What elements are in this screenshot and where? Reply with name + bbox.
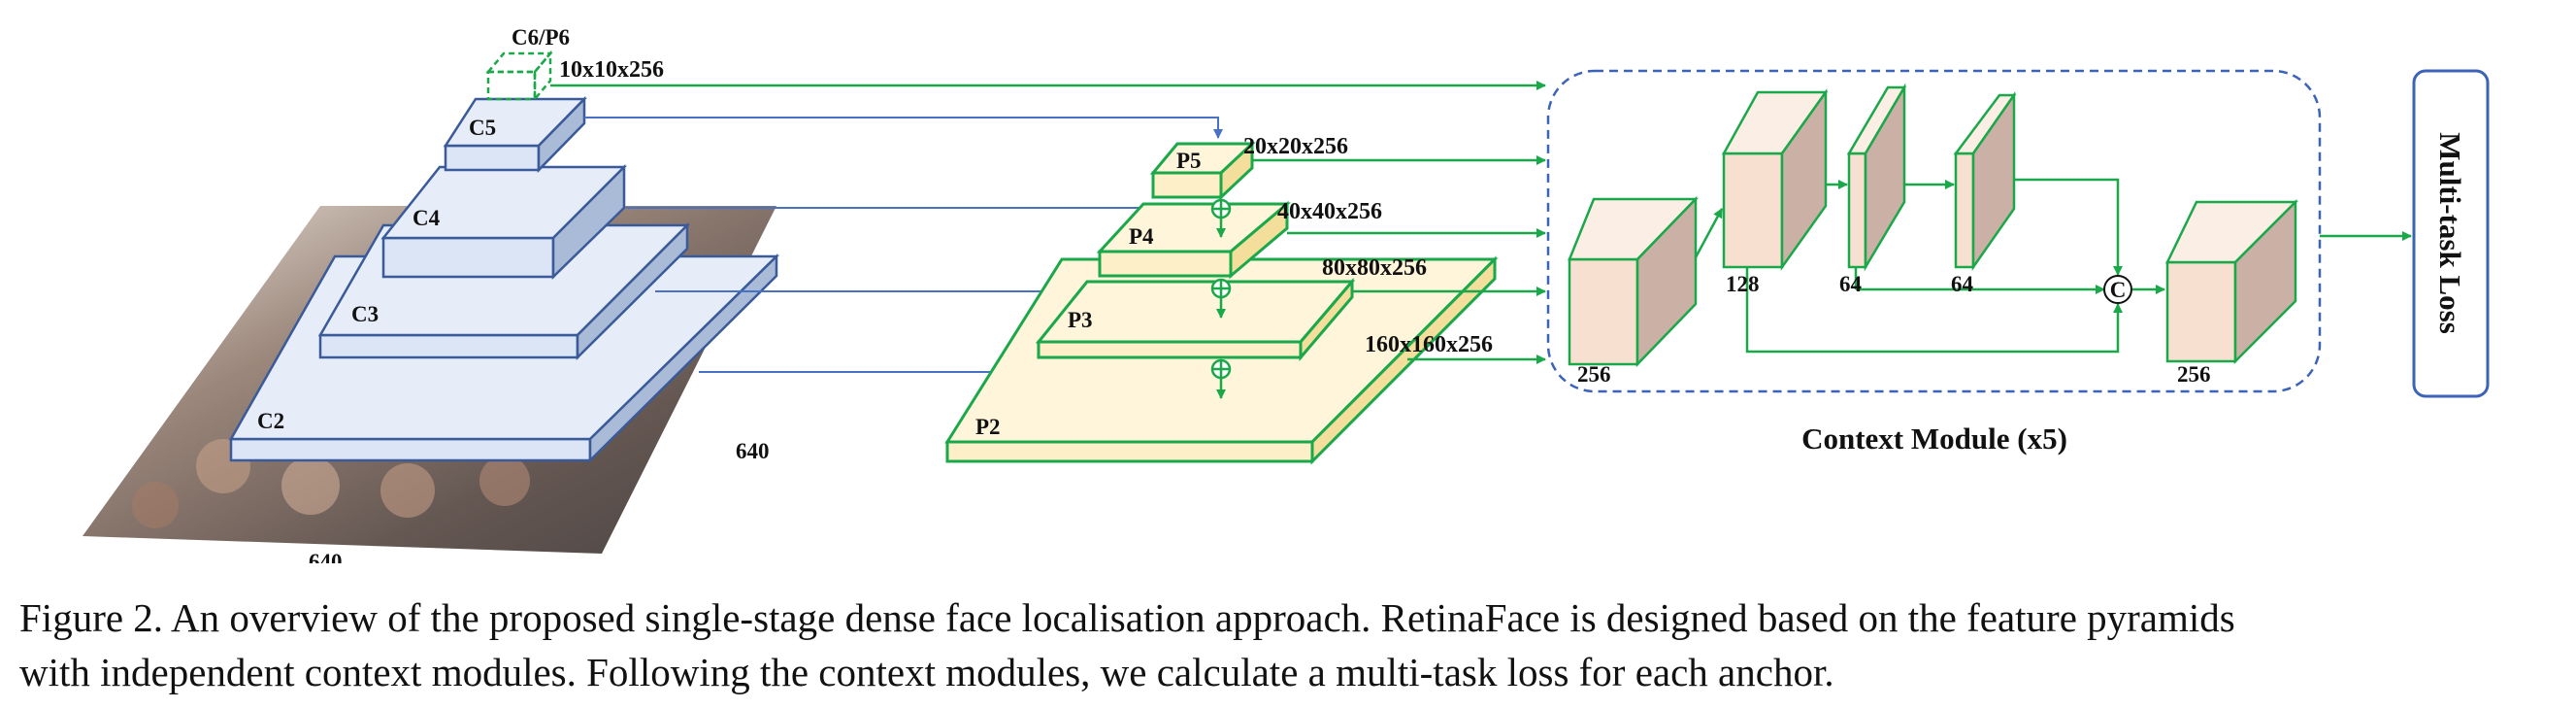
channel-label-256-out: 256 — [2177, 362, 2211, 387]
dim-p3: 80x80x256 — [1322, 255, 1427, 281]
dim-p5: 20x20x256 — [1243, 134, 1348, 159]
context-module-arrows — [1694, 178, 2412, 354]
multitask-loss-box — [2412, 69, 2490, 398]
cm-block-64a — [1846, 83, 1907, 272]
channel-label-64b: 64 — [1951, 272, 1974, 296]
label-c5: C5 — [469, 116, 496, 140]
dim-p2: 160x160x256 — [1365, 332, 1493, 357]
context-module-frame — [1546, 69, 2322, 393]
sum-nodes — [1210, 198, 1232, 380]
architecture-diagram: C6/P6 C5 C4 C3 C2 640 640 P5 P4 P3 P2 — [83, 25, 2490, 563]
caption-line-2: with independent context modules. Follow… — [19, 650, 1834, 694]
context-module-title: Context Module (x5) — [1801, 422, 2067, 456]
cm-block-128 — [1721, 88, 1829, 271]
channel-label-128: 128 — [1726, 272, 1760, 296]
cm-block-64b — [1953, 91, 2017, 271]
label-p3: P3 — [1068, 308, 1093, 332]
channel-label-256-in: 256 — [1577, 362, 1611, 387]
dim-c6: 10x10x256 — [559, 57, 664, 83]
pyramid-p5-block — [1149, 140, 1256, 201]
multitask-loss-label: Multi-task Loss — [2433, 132, 2467, 334]
pyramid-p4-block — [1096, 200, 1292, 280]
cm-block-input — [1568, 195, 1699, 368]
backbone-c5-block — [443, 95, 587, 174]
cm-block-output — [2165, 198, 2299, 365]
backbone-c6-block — [485, 50, 553, 103]
concat-symbol: C — [2110, 278, 2127, 302]
label-p5: P5 — [1176, 149, 1202, 173]
pyramid-p3-block — [1035, 277, 1356, 362]
concat-node — [2103, 275, 2132, 304]
label-p4: P4 — [1129, 224, 1154, 249]
label-p2: P2 — [975, 415, 1001, 439]
backbone-c4-block — [380, 163, 628, 280]
dim-p4: 40x40x256 — [1277, 199, 1382, 224]
pyramid-output-arrows — [550, 81, 1546, 364]
input-width-label: 640 — [736, 439, 770, 463]
input-height-label: 640 — [309, 550, 343, 563]
label-c6-p6: C6/P6 — [512, 25, 570, 50]
label-c4: C4 — [413, 206, 441, 230]
channel-label-64a: 64 — [1839, 272, 1863, 296]
label-c2: C2 — [257, 409, 284, 433]
label-c3: C3 — [351, 302, 379, 326]
figure-caption: Figure 2. An overview of the proposed si… — [19, 591, 2562, 699]
caption-line-1: Figure 2. An overview of the proposed si… — [19, 595, 2235, 640]
